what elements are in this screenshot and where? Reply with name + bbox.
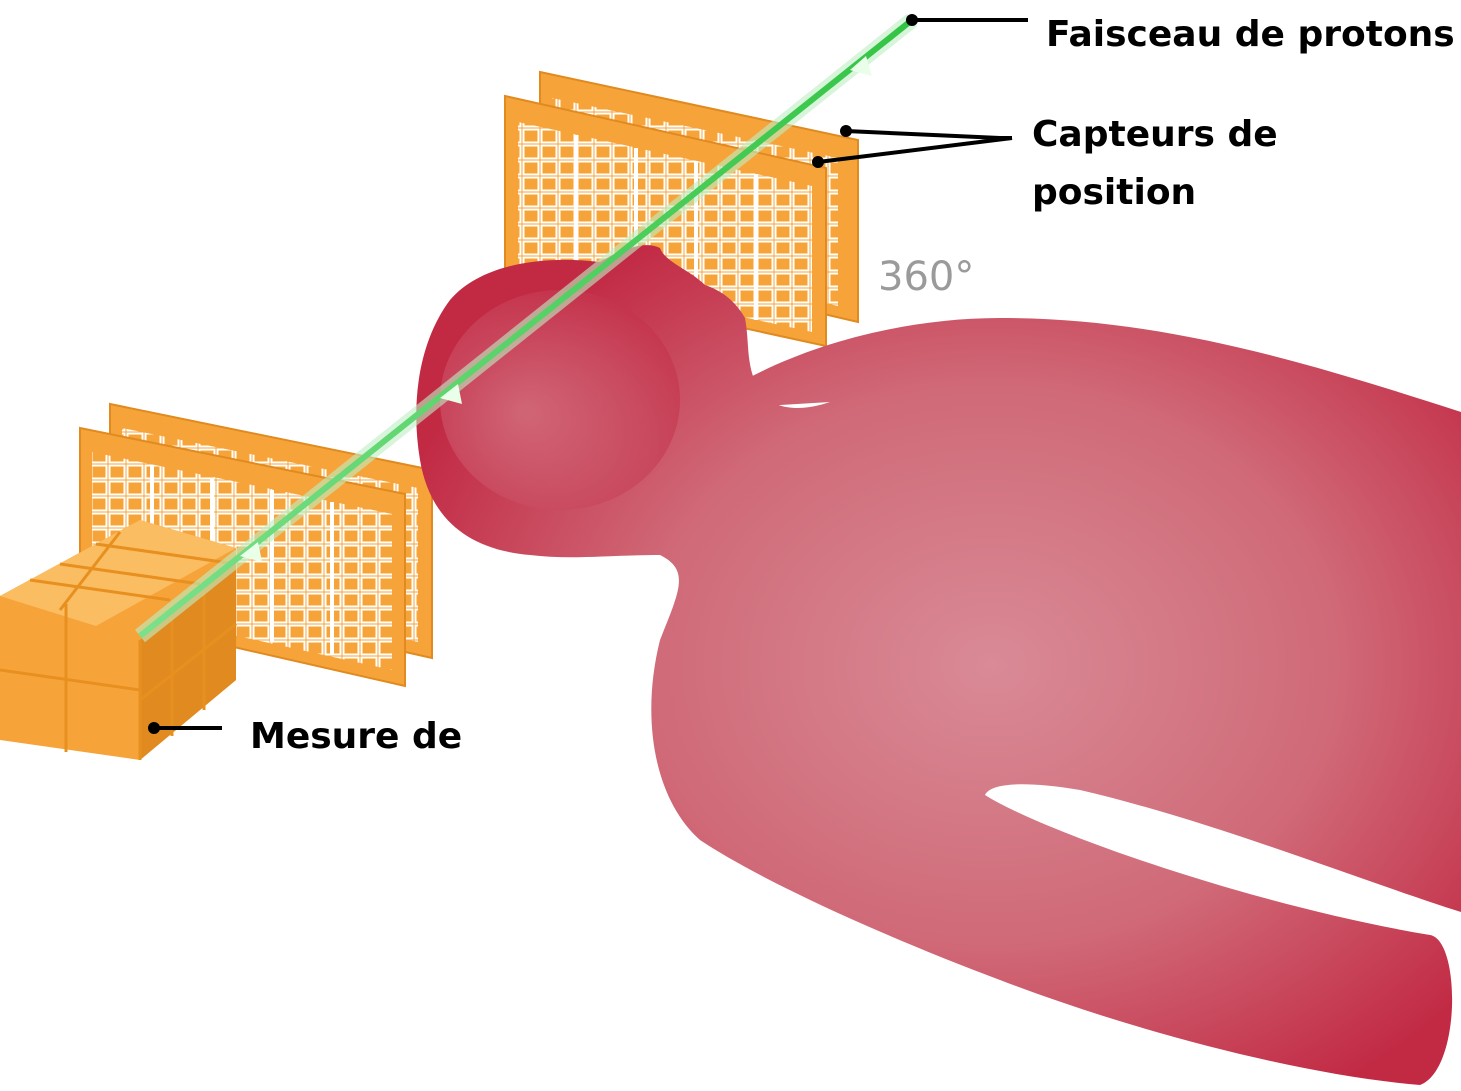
calorimeter-block	[0, 520, 236, 760]
beam-leader-dot	[906, 14, 918, 26]
sensors-label-line1: Capteurs de	[1032, 108, 1278, 162]
energy-leader-dot	[148, 722, 160, 734]
patient-body	[416, 245, 1461, 1085]
energy-label: Mesure de	[250, 710, 462, 764]
sensors-label-line2: position	[1032, 166, 1196, 220]
sensor-leader-dot-1	[840, 125, 852, 137]
beam-label: Faisceau de protons	[1046, 8, 1455, 62]
sensor-leader-dot-2	[812, 156, 824, 168]
rotation-angle-label: 360°	[878, 254, 974, 300]
